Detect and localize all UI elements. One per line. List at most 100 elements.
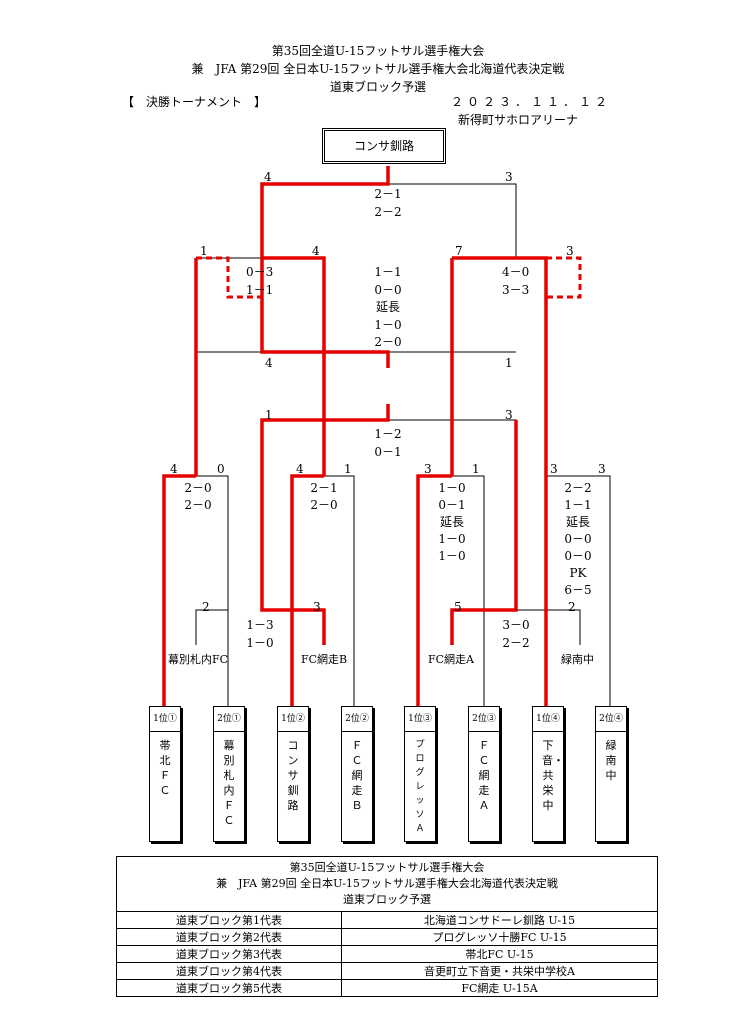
qf4-score-5: 0－0 [564,549,592,563]
qf1-score-1: 2－0 [184,481,212,495]
sf1-right-goals: 4 [312,244,320,258]
rep2-right-goals: 2 [568,600,576,614]
rep1-right-goals: 3 [313,600,321,614]
table-row: 道東ブロック第5代表 FC網走 U-15A [116,979,658,997]
qf1-score-2: 2－0 [184,498,212,512]
rep2-score1: 3－0 [502,618,530,632]
date: ２０２３．１１．１２ [451,95,612,109]
team-box: 2位③ ＦＣ網走Ａ [468,706,500,842]
rep-label-3: FC網走A [428,653,474,666]
qf3-score-1: 1－0 [438,481,466,495]
sf2-right-goals: 3 [566,244,574,258]
third-score4: 1－0 [374,318,402,332]
third-right-goals: 1 [505,356,513,370]
team-box: 2位② ＦＣ網走Ｂ [341,706,373,842]
team-rank: 2位④ [596,707,626,732]
rep-label: 道東ブロック第2代表 [116,928,342,946]
final-right-goals: 3 [505,170,513,184]
qf1-left-goals: 4 [170,462,178,476]
qf4-score-4: 0－0 [564,532,592,546]
team-rank: 2位③ [469,707,499,732]
final-left-goals: 4 [264,170,272,184]
team-rank: 2位② [342,707,372,732]
rep-label: 道東ブロック第4代表 [116,962,342,980]
table-row: 道東ブロック第2代表 プログレッソ十勝FC U-15 [116,928,658,946]
rep1-score2: 1－0 [246,636,274,650]
team-name: 下音・共栄中 [542,739,564,812]
rep-team: 音更町立下音更・共栄中学校A [341,962,658,980]
title-line3: 道東ブロック予選 [329,80,426,94]
rep-team: 北海道コンサドーレ釧路 U-15 [341,911,658,929]
team-name: 幕別札内ＦＣ [223,739,235,827]
rep2-left-goals: 5 [454,600,462,614]
team-box: 2位① 幕別札内ＦＣ [213,706,245,842]
rep-label: 道東ブロック第1代表 [116,911,342,929]
third-score3: 延長 [375,300,400,314]
table-row: 道東ブロック第1代表 北海道コンサドーレ釧路 U-15 [116,911,658,929]
team-name: 緑南中 [605,739,617,782]
qf4-score-7: 6－5 [564,583,592,597]
champion-box: コンサ釧路 [322,128,446,164]
sf2-score2: 3－3 [502,283,530,297]
playoff-score2: 0－1 [374,445,402,459]
sf1-left-goals: 1 [200,244,208,258]
qf4-score-1: 2－2 [564,481,592,495]
rep-label: 道東ブロック第3代表 [116,945,342,963]
table-row: 道東ブロック第3代表 帯北FC U-15 [116,945,658,963]
qf4-score-2: 1－1 [564,498,592,512]
team-rank: 1位② [278,707,308,732]
table-head-line2: 兼 JFA 第29回 全日本U-15フットサル選手権大会北海道代表決定戦 [216,877,558,890]
table-head-line3: 道東ブロック予選 [343,893,431,906]
qf4-left-goals: 3 [550,462,558,476]
title-line1: 第35回全道U-15フットサル選手権大会 [271,44,485,58]
qf4-score-3: 延長 [565,515,590,529]
team-name: ＦＣ網走Ａ [478,739,490,812]
section-label: 【 決勝トーナメント 】 [122,95,267,109]
team-name: 帯北ＦＣ [159,739,171,797]
representatives-table: 第35回全道U-15フットサル選手権大会 兼 JFA 第29回 全日本U-15フ… [116,856,658,997]
team-name: ＦＣ網走Ｂ [351,739,363,812]
sf1-score1: 0－3 [246,265,274,279]
rep2-score2: 2－2 [502,636,530,650]
third-score1: 1－1 [374,265,402,279]
qf3-score-3: 延長 [439,515,464,529]
qf3-score-5: 1－0 [438,549,466,563]
qf3-score-2: 0－1 [438,498,466,512]
team-box: 1位④ 下音・共栄中 [532,706,564,842]
sf2-score1: 4－0 [502,265,530,279]
sf2-left-goals: 7 [455,244,463,258]
final-score2: 2－2 [374,205,402,219]
team-name: プログレッソＡ [415,740,425,834]
final-score1: 2－1 [374,187,402,201]
table-head-line1: 第35回全道U-15フットサル選手権大会 [289,861,485,874]
rep-team: FC網走 U-15A [341,979,658,997]
rep-team: 帯北FC U-15 [341,945,658,963]
third-score2: 0－0 [374,283,402,297]
rep1-score1: 1－3 [246,618,274,632]
team-rank: 1位④ [533,707,563,732]
rep-label-1: 幕別札内FC [168,653,229,666]
team-name: コンサ釧路 [287,739,299,812]
team-rank: 1位③ [405,707,435,732]
qf1-right-goals: 0 [217,462,225,476]
third-score5: 2－0 [374,335,402,349]
sf1-score2: 1－1 [246,283,274,297]
qf4-right-goals: 3 [598,462,606,476]
table-header: 第35回全道U-15フットサル選手権大会 兼 JFA 第29回 全日本U-15フ… [116,856,658,912]
qf2-left-goals: 4 [296,462,304,476]
team-box: 1位③ プログレッソＡ [404,706,436,842]
qf3-right-goals: 1 [472,462,480,476]
playoff-right-goals: 3 [505,408,513,422]
rep-label: 道東ブロック第5代表 [116,979,342,997]
title-line2: 兼 JFA 第29回 全日本U-15フットサル選手権大会北海道代表決定戦 [191,62,565,76]
qf2-score-1: 2－1 [310,481,338,495]
venue: 新得町サホロアリーナ [458,113,579,127]
rep-label-4: 緑南中 [561,653,594,666]
qf2-score-2: 2－0 [310,498,338,512]
qf2-right-goals: 1 [344,462,352,476]
qf3-left-goals: 3 [424,462,432,476]
rep-team: プログレッソ十勝FC U-15 [341,928,658,946]
team-box: 1位② コンサ釧路 [277,706,309,842]
team-rank: 2位① [214,707,244,732]
